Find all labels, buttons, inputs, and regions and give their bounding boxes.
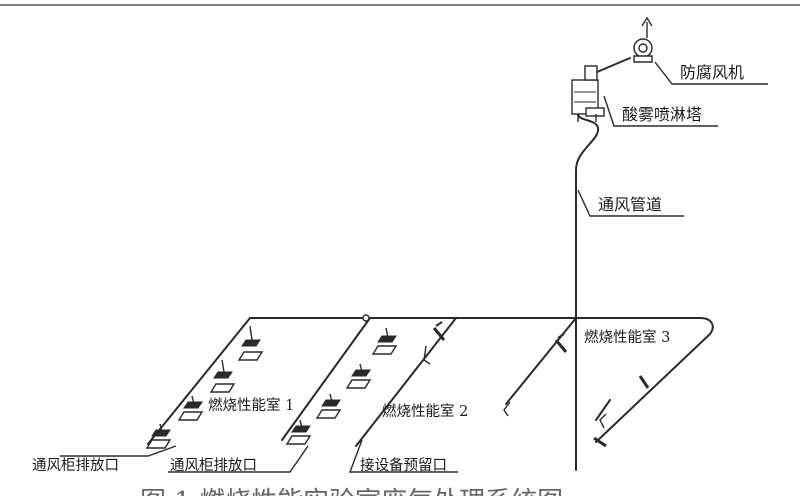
fan-leader bbox=[654, 61, 768, 85]
vertical-main-duct bbox=[575, 111, 600, 471]
label-room2: 燃烧性能室 2 bbox=[382, 402, 468, 420]
valve-icon bbox=[593, 436, 607, 448]
outlet-b-leader bbox=[168, 445, 309, 473]
room2-stub-hook bbox=[423, 345, 431, 365]
valve-icon bbox=[638, 375, 650, 389]
acid-mist-spray-tower-icon bbox=[571, 65, 605, 122]
room1-branch-lower bbox=[281, 317, 371, 441]
fume-hood-outlet-icon bbox=[315, 393, 342, 419]
main-horizontal-duct bbox=[249, 317, 714, 443]
label-duct: 通风管道 bbox=[598, 195, 662, 214]
tower-leader bbox=[603, 95, 718, 127]
outlet-a-leader bbox=[60, 445, 177, 457]
duct-leader bbox=[577, 189, 684, 217]
room3-branch bbox=[505, 317, 577, 405]
label-reserved-port: 接设备预留口 bbox=[360, 457, 447, 474]
figure-caption: 图 1 燃烧性能实验室废气处理系统图 bbox=[140, 487, 563, 496]
room1-branch-upper bbox=[147, 317, 251, 445]
room3-lower-hook bbox=[599, 413, 607, 429]
valve-icon bbox=[432, 321, 446, 341]
fume-hood-outlet-icon bbox=[285, 419, 312, 445]
fume-hood-outlet-icon bbox=[345, 363, 372, 389]
label-outlet-b: 通风柜排放口 bbox=[170, 457, 257, 474]
label-fan: 防腐风机 bbox=[680, 63, 744, 82]
label-outlet-a: 通风柜排放口 bbox=[32, 457, 119, 474]
tower-to-fan-duct bbox=[596, 57, 631, 73]
label-tower: 酸雾喷淋塔 bbox=[622, 105, 702, 124]
fume-hood-outlet-icon bbox=[209, 359, 236, 393]
room3-stub-hook bbox=[503, 401, 511, 417]
fume-hood-outlet-icon bbox=[371, 327, 398, 355]
valve-icon bbox=[554, 333, 568, 353]
label-room3: 燃烧性能室 3 bbox=[584, 328, 670, 346]
label-room1: 燃烧性能室 1 bbox=[208, 396, 294, 414]
fume-hood-outlet-icon bbox=[177, 395, 204, 421]
fume-hood-outlet-icon bbox=[145, 423, 172, 449]
fume-hood-outlet-icon bbox=[237, 325, 264, 361]
room2-branch bbox=[355, 317, 457, 447]
anti-corrosion-fan-icon bbox=[633, 16, 653, 63]
room3-stub bbox=[595, 399, 611, 421]
pipe-joint-icon bbox=[362, 314, 370, 322]
reserved-leader bbox=[348, 439, 458, 473]
